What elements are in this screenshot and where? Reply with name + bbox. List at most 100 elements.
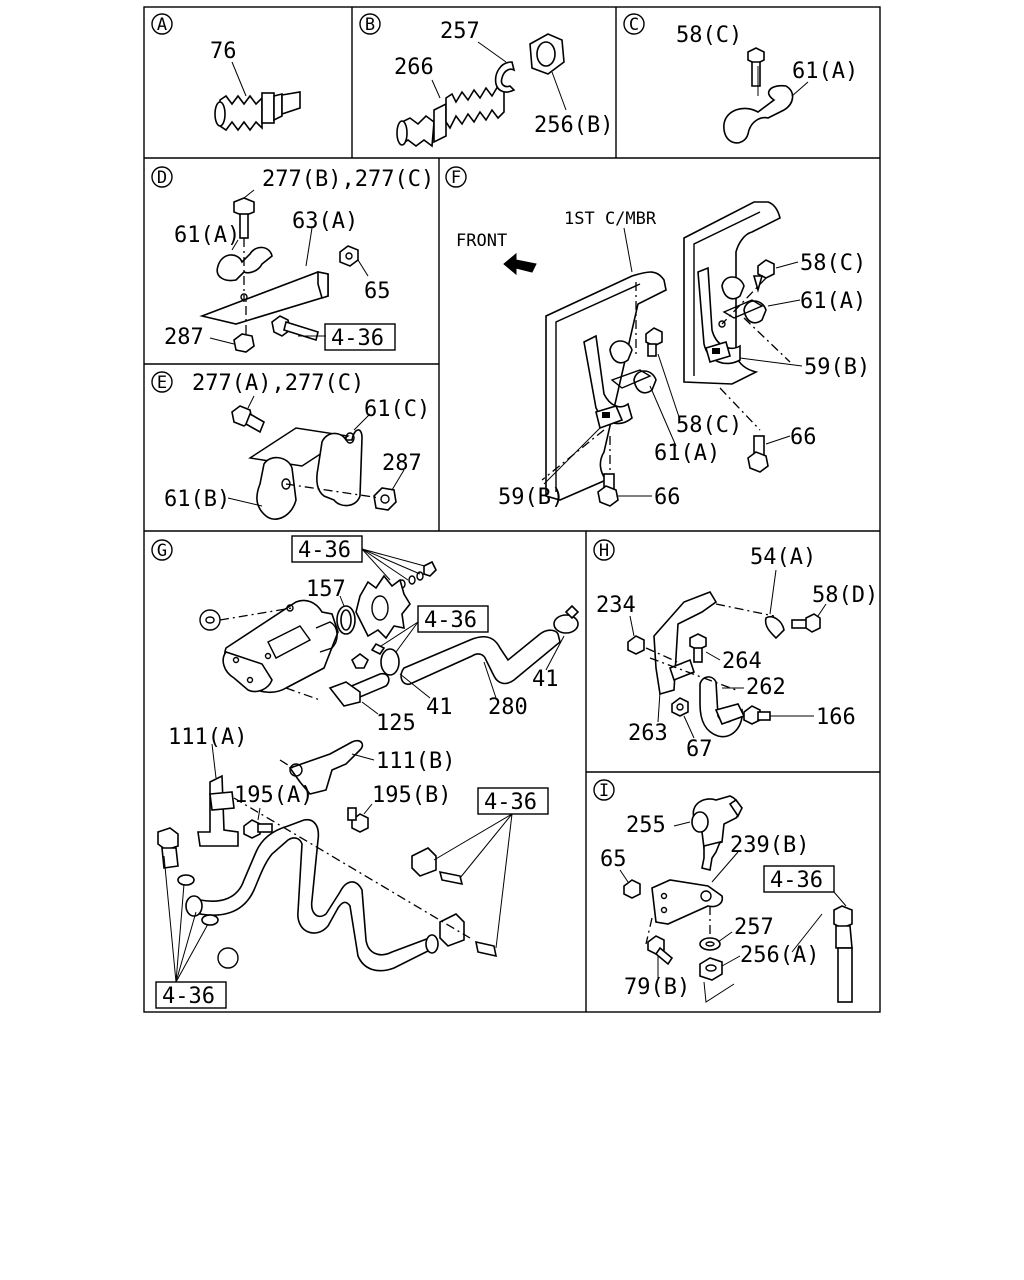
svg-text:F: F bbox=[451, 168, 461, 188]
svg-text:4-36: 4-36 bbox=[162, 984, 215, 1009]
clamp-61a bbox=[723, 84, 794, 144]
nut-256a bbox=[699, 957, 723, 981]
label-66-rear: 66 bbox=[790, 425, 817, 450]
label-257-i: 257 bbox=[734, 915, 774, 940]
section-letter-g: G bbox=[151, 539, 173, 561]
gear-157-ring bbox=[336, 605, 356, 635]
label-195b: 195(B) bbox=[372, 783, 451, 808]
bolt-195a bbox=[243, 819, 273, 839]
clamp-54a bbox=[764, 615, 785, 640]
ref-box-4-36-g4: 4-36 bbox=[155, 981, 227, 1009]
label-61a: 61(A) bbox=[792, 59, 858, 84]
bolt-79b bbox=[647, 935, 674, 966]
bolt-66-front bbox=[597, 473, 619, 507]
nut-287 bbox=[233, 333, 255, 353]
bracket-59b-rear bbox=[697, 266, 741, 365]
svg-text:A: A bbox=[157, 15, 167, 35]
label-63a: 63(A) bbox=[292, 209, 358, 234]
nut-287-e bbox=[373, 487, 397, 511]
section-f: F FRONT 1ST C/MBR bbox=[445, 166, 870, 510]
bolt-58c-rear bbox=[752, 259, 775, 293]
label-61c: 61(C) bbox=[364, 397, 430, 422]
clamp-41-right bbox=[553, 604, 580, 634]
label-58c-front: 58(C) bbox=[676, 413, 742, 438]
ref-box-4-36-g3: 4-36 bbox=[477, 787, 549, 815]
fitting-stack bbox=[157, 827, 239, 969]
label-67: 67 bbox=[686, 737, 713, 762]
ref-box-4-36-g1: 4-36 bbox=[291, 535, 363, 563]
bolt-58d bbox=[791, 613, 821, 633]
label-59b-front: 59(B) bbox=[498, 485, 564, 510]
member-label: 1ST C/MBR bbox=[564, 209, 657, 229]
drive-gear bbox=[355, 574, 411, 640]
label-262: 262 bbox=[746, 675, 786, 700]
label-41-left: 41 bbox=[426, 695, 453, 720]
bracket-239b bbox=[651, 879, 724, 925]
label-277ac: 277(A),277(C) bbox=[192, 371, 364, 396]
snap-ring-257 bbox=[494, 61, 516, 93]
label-287-e: 287 bbox=[382, 451, 422, 476]
label-58d: 58(D) bbox=[812, 583, 878, 608]
section-e: E 277(A),277(C) 61(C) 287 61(B) bbox=[151, 371, 430, 520]
svg-text:D: D bbox=[157, 168, 167, 188]
section-letter-e: E bbox=[151, 371, 173, 393]
svg-text:C: C bbox=[629, 15, 639, 35]
section-h: H bbox=[593, 539, 878, 762]
label-257: 257 bbox=[440, 19, 480, 44]
label-65-i: 65 bbox=[600, 847, 627, 872]
label-61a-d: 61(A) bbox=[174, 223, 240, 248]
label-61b: 61(B) bbox=[164, 487, 230, 512]
label-76: 76 bbox=[210, 39, 237, 64]
section-letter-a: A bbox=[151, 13, 173, 35]
bolt-264 bbox=[689, 633, 707, 663]
bracket-63a bbox=[199, 271, 329, 325]
clamp-61b bbox=[256, 456, 297, 520]
section-i: I bbox=[593, 779, 853, 1003]
label-61a-rear: 61(A) bbox=[800, 289, 866, 314]
hose-end-fitting bbox=[833, 905, 853, 1003]
label-277bc: 277(B),277(C) bbox=[262, 167, 434, 192]
washer-257-i bbox=[699, 937, 721, 951]
nut-65 bbox=[339, 245, 359, 267]
label-256b: 256(B) bbox=[534, 113, 613, 138]
ref-box-4-36-d: 4-36 bbox=[324, 323, 396, 351]
ref-box-4-36-i: 4-36 bbox=[763, 865, 835, 893]
fitting-266 bbox=[396, 84, 505, 148]
label-234: 234 bbox=[596, 593, 636, 618]
bolt-58c bbox=[747, 47, 765, 87]
gear-pump-assembly bbox=[222, 599, 339, 694]
svg-text:H: H bbox=[599, 541, 609, 561]
nut-234 bbox=[627, 635, 645, 655]
label-58c: 58(C) bbox=[676, 23, 742, 48]
bracket-263 bbox=[653, 591, 718, 696]
label-263: 263 bbox=[628, 721, 668, 746]
section-letter-f: F bbox=[445, 166, 467, 188]
label-54a: 54(A) bbox=[750, 545, 816, 570]
svg-text:E: E bbox=[157, 373, 167, 393]
nut-67 bbox=[671, 697, 689, 717]
front-arrow-icon bbox=[503, 252, 537, 276]
section-letter-d: D bbox=[151, 166, 173, 188]
section-g: G 4-36 bbox=[151, 535, 580, 1009]
label-59b-rear: 59(B) bbox=[804, 355, 870, 380]
label-125: 125 bbox=[376, 711, 416, 736]
label-65: 65 bbox=[364, 279, 391, 304]
clamp-262 bbox=[699, 676, 746, 738]
clamp-41-left bbox=[370, 642, 400, 676]
label-111b: 111(B) bbox=[376, 749, 455, 774]
bolt-166 bbox=[743, 705, 771, 725]
label-79b: 79(B) bbox=[624, 975, 690, 1000]
diagram-frame bbox=[143, 6, 881, 1013]
section-letter-h: H bbox=[593, 539, 615, 561]
bracket-111a bbox=[197, 774, 239, 847]
label-41-right: 41 bbox=[532, 667, 559, 692]
bolt-277ac bbox=[231, 405, 266, 434]
label-61a-front: 61(A) bbox=[654, 441, 720, 466]
svg-text:I: I bbox=[599, 781, 609, 801]
bracket-111b bbox=[288, 739, 364, 795]
hose-280 bbox=[400, 629, 561, 686]
ref-box-4-36-g2: 4-36 bbox=[417, 605, 489, 633]
svg-text:4-36: 4-36 bbox=[331, 326, 384, 351]
label-66-front: 66 bbox=[654, 485, 681, 510]
nut-256b bbox=[529, 33, 565, 75]
